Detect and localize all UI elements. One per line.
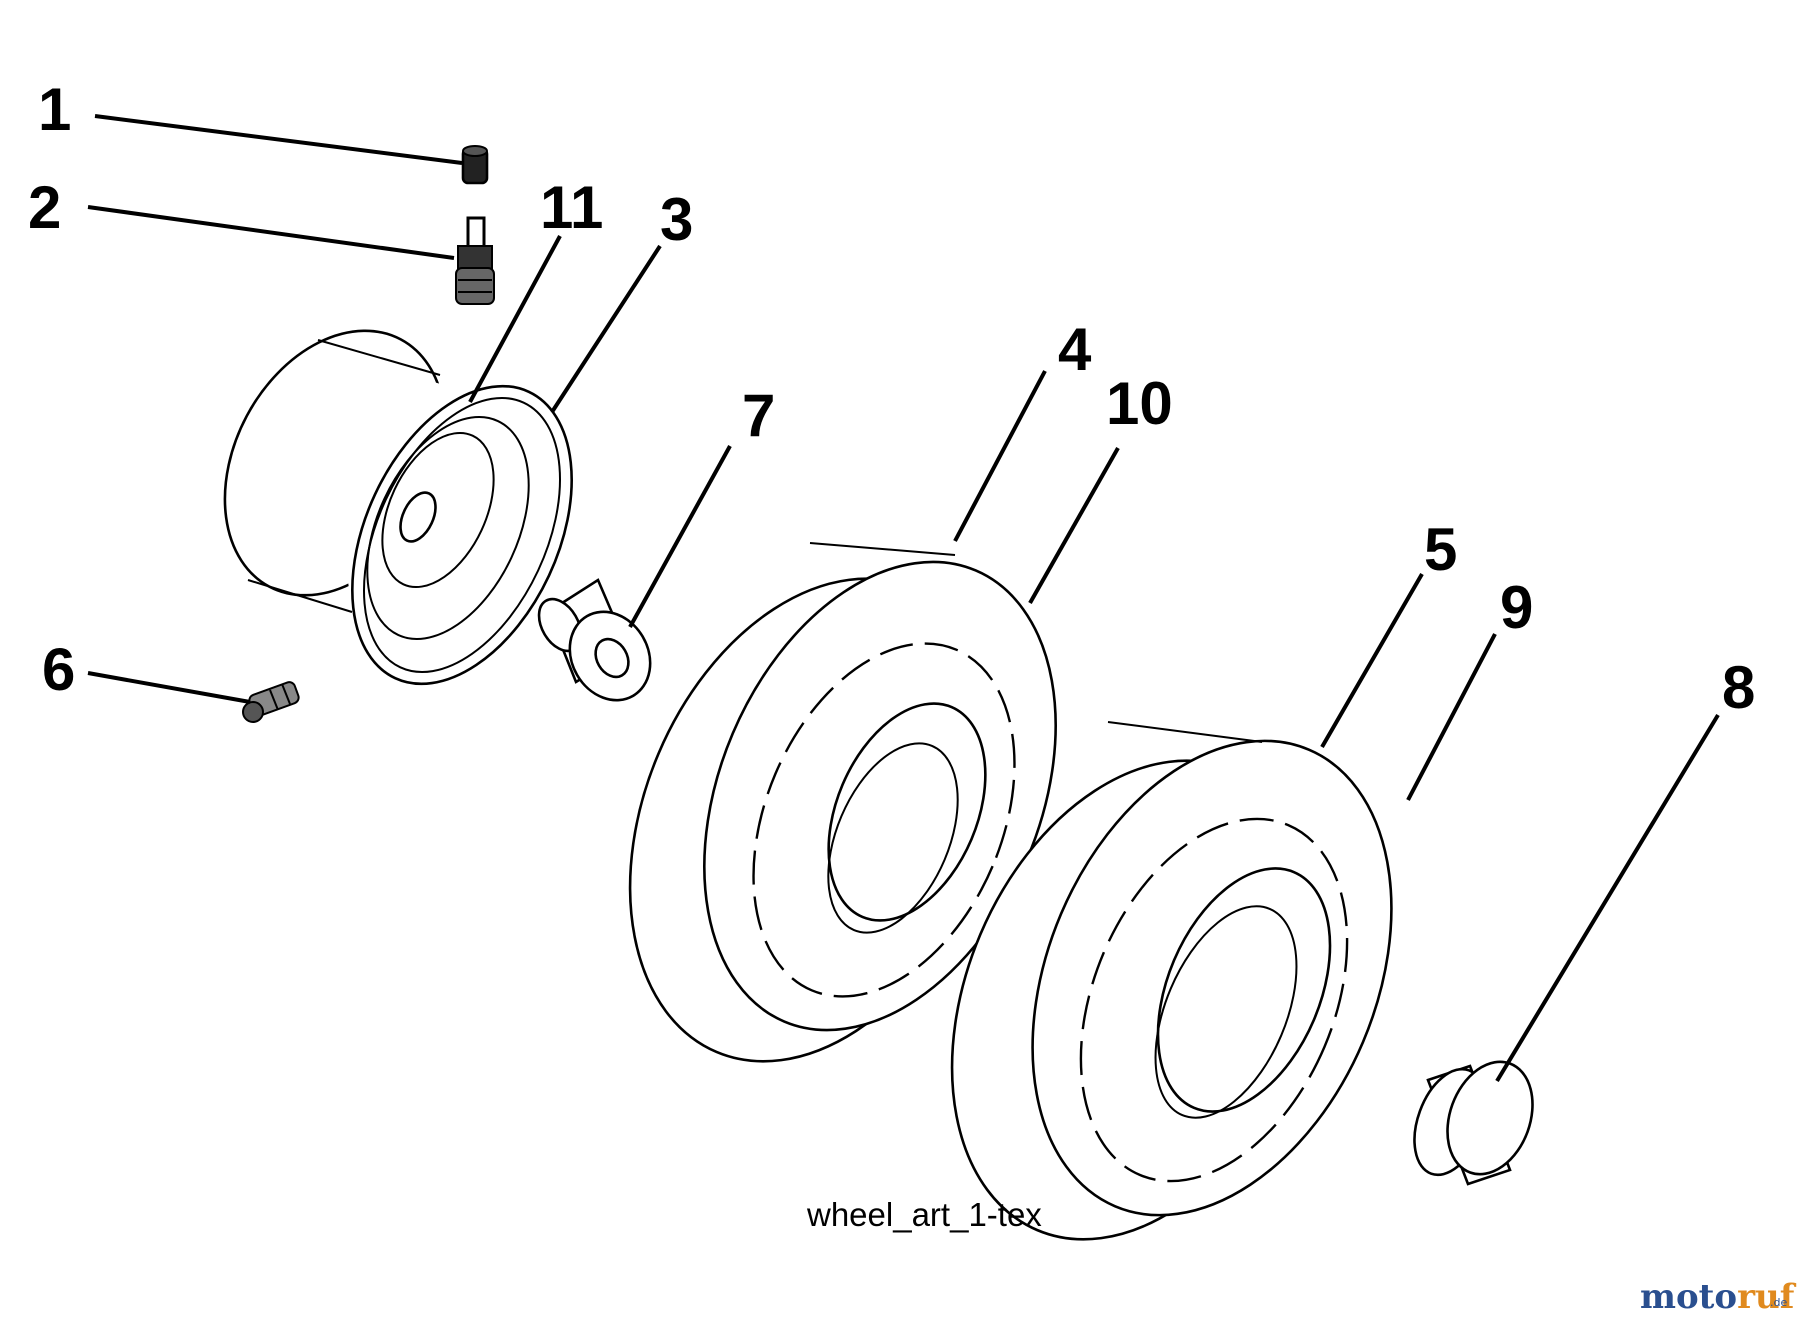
diagram-caption: wheel_art_1-tex [806,1196,1042,1233]
logo-suffix: .de [1770,1296,1787,1309]
callout-11: 11 [540,174,603,241]
callout-6: 6 [42,636,75,703]
callout-4: 4 [1058,316,1092,383]
part-grease-fitting [242,681,300,723]
callout-3: 3 [660,186,693,253]
callout-labels: 1 2 11 3 4 10 7 6 5 9 8 [28,76,1755,721]
leader-9 [1406,633,1497,801]
part-valve-stem [455,216,495,305]
logo-letter: m [1640,1277,1676,1317]
logo-letter: r [1737,1277,1756,1317]
leader-7 [628,445,732,628]
leader-lines [87,114,1720,1083]
callout-5: 5 [1424,516,1457,583]
part-tire-front [628,542,1057,1063]
part-hub-cap [1413,1060,1534,1186]
leader-1 [94,114,463,165]
part-valve-cap [461,145,489,185]
leader-8 [1495,713,1720,1083]
svg-text:motoruf: motoruf [1640,1277,1797,1317]
leader-2 [87,205,455,260]
leader-10 [1028,447,1120,604]
leader-11 [468,235,562,403]
callout-8: 8 [1722,654,1755,721]
logo-letter: o [1676,1277,1699,1317]
leader-6 [87,671,251,704]
leader-4 [953,370,1047,542]
part-tire-rear [950,721,1393,1241]
watermark-logo: motoruf .de [1640,1277,1797,1317]
logo-letter: o [1714,1277,1737,1317]
logo-letter: f [1780,1277,1797,1317]
callout-1: 1 [38,76,71,143]
leader-3 [550,244,662,414]
part-rim [223,329,573,686]
callout-7: 7 [742,382,775,449]
logo-letter: t [1699,1277,1715,1317]
callout-2: 2 [28,174,61,241]
logo-letter: u [1755,1277,1780,1317]
callout-9: 9 [1500,574,1533,641]
callout-10: 10 [1106,370,1173,437]
part-bushing [537,578,652,702]
leader-5 [1320,572,1424,749]
